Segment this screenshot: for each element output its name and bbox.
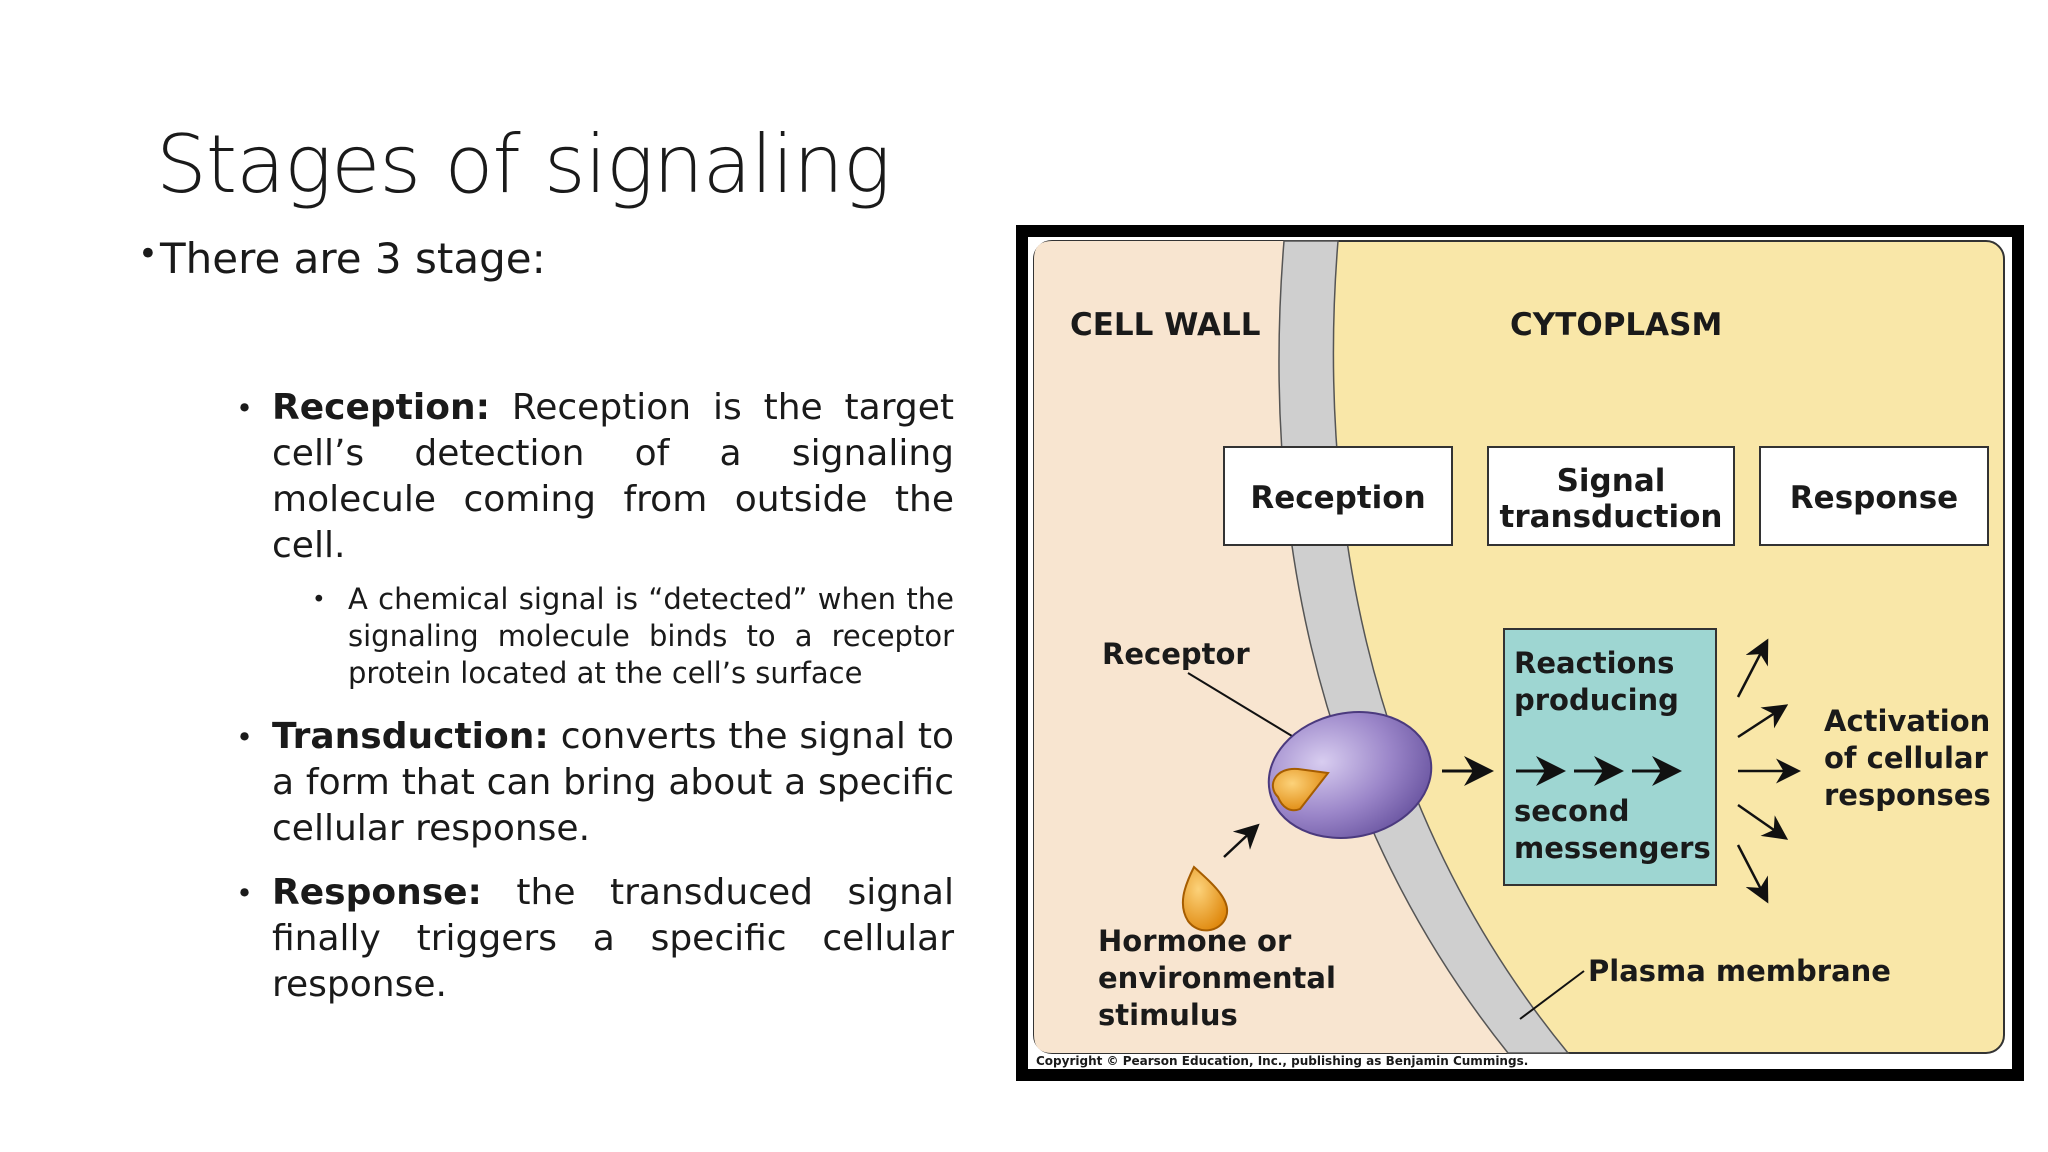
bullet-response: • Response: the transduced signal finall… [236,870,954,1008]
reactions-label-2: producing [1514,683,1679,717]
lead-bullet-text: There are 3 stage: [160,234,546,283]
membrane-pointer [1519,970,1585,1020]
subbullet-detection: • A chemical signal is “detected” when t… [312,581,954,692]
stimulus-label-1: Hormone or [1098,924,1292,958]
bullet-text: the transduced signal finally triggers a… [272,872,954,1005]
cell-wall-region [1034,241,1508,1053]
activation-arrow-down [1736,844,1769,904]
bullet-text: converts the signal to a form that can b… [272,716,954,849]
plasma-membrane-label: Plasma membrane [1588,954,1891,988]
figure-inner: CELL WALL CYTOPLASM Reception Signal tra… [1028,237,2012,1069]
activation-label-1: Activation [1824,704,1990,738]
activation-arrow-lower [1737,803,1789,840]
bullet-dot: • [236,720,253,754]
signal-transduction-box [1487,446,1735,546]
cell-wall-label: CELL WALL [1070,307,1261,343]
slide-title: Stages of signaling [156,118,891,211]
signal-box-label-2: transduction [1500,499,1723,535]
reactions-label-4: messengers [1514,831,1711,865]
receptor-label: Receptor [1102,637,1250,671]
reception-box-label: Reception [1250,480,1425,516]
subbullet-text: A chemical signal is “detected” when the… [348,582,954,690]
activation-arrow-upper [1737,704,1789,739]
stimulus-label-3: stimulus [1098,998,1238,1032]
bullet-term: Reception: [272,387,490,428]
reactions-label-3: second [1514,794,1629,828]
activation-label-2: of cellular [1824,741,1989,775]
reactions-label-1: Reactions [1514,646,1674,680]
stimulus-label-2: environmental [1098,961,1336,995]
copyright-text: Copyright © Pearson Education, Inc., pub… [1036,1054,1528,1068]
figure-frame: CELL WALL CYTOPLASM Reception Signal tra… [1016,225,2024,1081]
bullet-dot: • [236,876,253,910]
hormone-arrow [1223,823,1260,858]
bullet-dot: • [312,586,326,613]
cytoplasm-label: CYTOPLASM [1510,307,1722,343]
bullet-text: Reception is the target cell’s detection… [272,387,954,566]
bullet-dot: • [138,234,158,273]
activation-label-3: responses [1824,778,1991,812]
activation-arrow-up [1736,638,1769,698]
reception-box [1223,446,1453,546]
response-box [1759,446,1989,546]
response-box-label: Response [1790,480,1958,516]
bullet-list: • Reception: Reception is the target cel… [236,385,954,1026]
receptor-protein [1267,711,1433,839]
signaling-diagram: CELL WALL CYTOPLASM Reception Signal tra… [1033,240,2005,1068]
lead-bullet: • There are 3 stage: [138,234,546,283]
signal-box-label-1: Signal [1557,463,1666,499]
bullet-reception: • Reception: Reception is the target cel… [236,385,954,569]
free-hormone [1181,865,1229,932]
bullet-term: Transduction: [272,716,549,757]
bound-hormone [1271,767,1330,812]
bullet-transduction: • Transduction: converts the signal to a… [236,714,954,852]
bullet-dot: • [236,391,253,425]
bullet-term: Response: [272,872,482,913]
